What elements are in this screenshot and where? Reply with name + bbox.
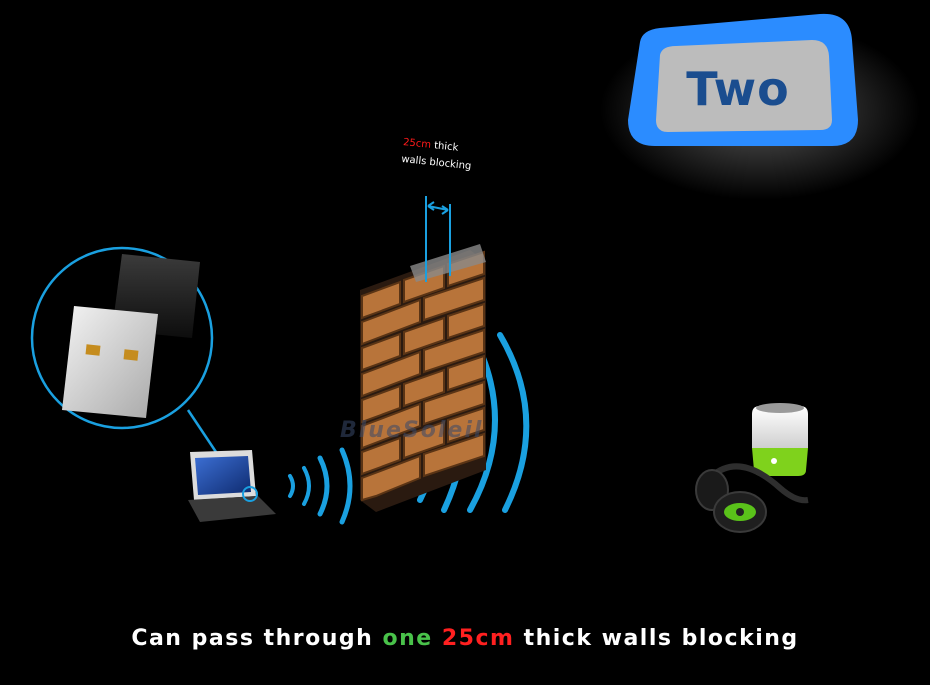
- caption-part1: Can pass through: [131, 626, 383, 651]
- watermark: BlueSoleil: [340, 418, 484, 443]
- brick-wall-icon: [360, 196, 486, 512]
- caption-one: one: [382, 626, 433, 651]
- speaker-icon: [752, 403, 808, 476]
- caption: Can pass through one 25cm thick walls bl…: [0, 626, 930, 651]
- caption-part2: thick walls blocking: [514, 626, 799, 651]
- wall-thickness-note: 25cm thick walls blocking: [400, 134, 473, 175]
- caption-thickness: 25cm: [441, 626, 515, 651]
- laptop-icon: [188, 450, 276, 522]
- usb-dongle-icon: [30, 246, 242, 489]
- wall-note-thickness: 25cm: [402, 136, 432, 151]
- headphones-icon: [695, 463, 809, 533]
- badge-graphic: [600, 13, 920, 200]
- badge-label: Two: [686, 62, 790, 116]
- wall-note-thick: thick: [433, 140, 459, 154]
